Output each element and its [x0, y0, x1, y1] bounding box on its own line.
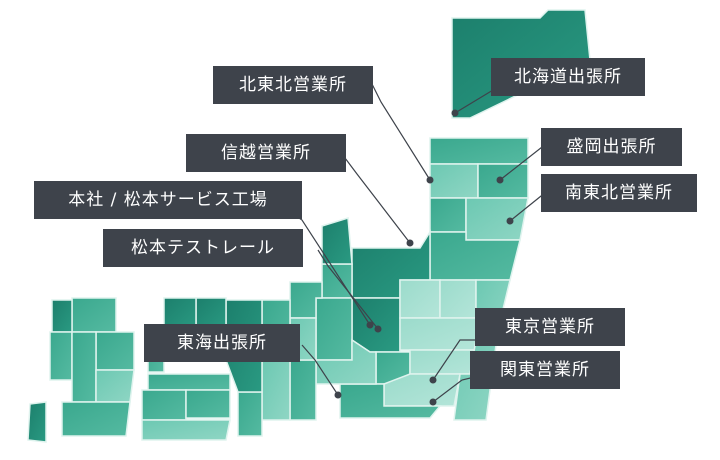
leader-shinetsu	[344, 157, 411, 244]
marker-matsumoto-hq	[366, 321, 374, 329]
label-tokai-text: 東海出張所	[177, 333, 267, 353]
label-matsumoto-rail-text: 松本テストレール	[131, 238, 275, 258]
region-toyama	[321, 263, 353, 299]
marker-kanto	[429, 398, 437, 406]
marker-matsumoto-rail	[374, 325, 382, 333]
region-kumamoto	[71, 331, 97, 403]
region-nagasaki	[49, 331, 73, 381]
label-kita-tohoku-office: 北東北営業所	[213, 66, 373, 104]
label-hokkaido-text: 北海道出張所	[514, 67, 622, 87]
leader-tokai	[301, 344, 339, 396]
region-saga	[51, 299, 73, 333]
region-shizuoka	[339, 383, 442, 419]
marker-tokai	[334, 391, 342, 399]
region-miyagi	[465, 197, 529, 241]
region-ehime	[141, 389, 187, 421]
label-matsumoto-rail-office: 松本テストレール	[103, 229, 303, 267]
region-saitama	[399, 317, 477, 351]
region-gifu	[315, 297, 353, 361]
label-matsumoto-hq-text: 本社 / 松本サービス工場	[68, 190, 268, 210]
label-kanto-text: 関東営業所	[500, 360, 590, 380]
marker-hokkaido	[451, 109, 459, 117]
region-kagoshima	[61, 401, 131, 437]
region-yamagata	[429, 197, 467, 233]
label-tokai-office: 東海出張所	[144, 324, 300, 362]
label-hokkaido-office: 北海道出張所	[491, 58, 645, 96]
label-tokyo-text: 東京営業所	[505, 317, 595, 337]
region-oita	[95, 331, 135, 371]
marker-shinetsu	[406, 239, 414, 247]
region-tochigi	[439, 279, 477, 319]
office-markers	[334, 109, 514, 406]
region-akita	[429, 163, 479, 199]
region-tokyo	[409, 349, 477, 375]
marker-minami-tohoku	[506, 217, 514, 225]
region-aichi	[315, 338, 377, 385]
marker-kita-tohoku	[426, 176, 434, 184]
label-shinetsu-text: 信越営業所	[221, 143, 311, 163]
region-tsushima	[27, 401, 47, 443]
label-minami-tohoku-office: 南東北営業所	[541, 174, 697, 212]
label-kita-tohoku-text: 北東北営業所	[239, 75, 347, 95]
label-morioka-text: 盛岡出張所	[566, 137, 657, 157]
marker-tokyo	[429, 376, 437, 384]
region-kochi	[141, 419, 231, 441]
marker-morioka	[496, 176, 504, 184]
region-aomori	[429, 137, 529, 165]
leader-kita-tohoku	[369, 79, 431, 181]
region-kagawa	[147, 373, 231, 391]
region-mie	[289, 359, 317, 421]
region-fukuoka	[71, 297, 117, 333]
region-nara	[261, 359, 291, 421]
region-tokushima	[185, 389, 231, 419]
region-wakayama	[237, 391, 263, 437]
region-miyazaki	[95, 369, 135, 403]
leader-matsumoto-rail	[317, 249, 379, 330]
region-gunma	[399, 279, 441, 319]
label-kanto-office: 関東営業所	[470, 351, 620, 389]
label-tokyo-office: 東京営業所	[475, 308, 625, 346]
label-matsumoto-hq-office: 本社 / 松本サービス工場	[34, 181, 302, 219]
label-morioka-office: 盛岡出張所	[541, 128, 682, 166]
label-minami-tohoku-text: 南東北営業所	[565, 183, 673, 203]
label-shinetsu-office: 信越営業所	[186, 134, 346, 172]
